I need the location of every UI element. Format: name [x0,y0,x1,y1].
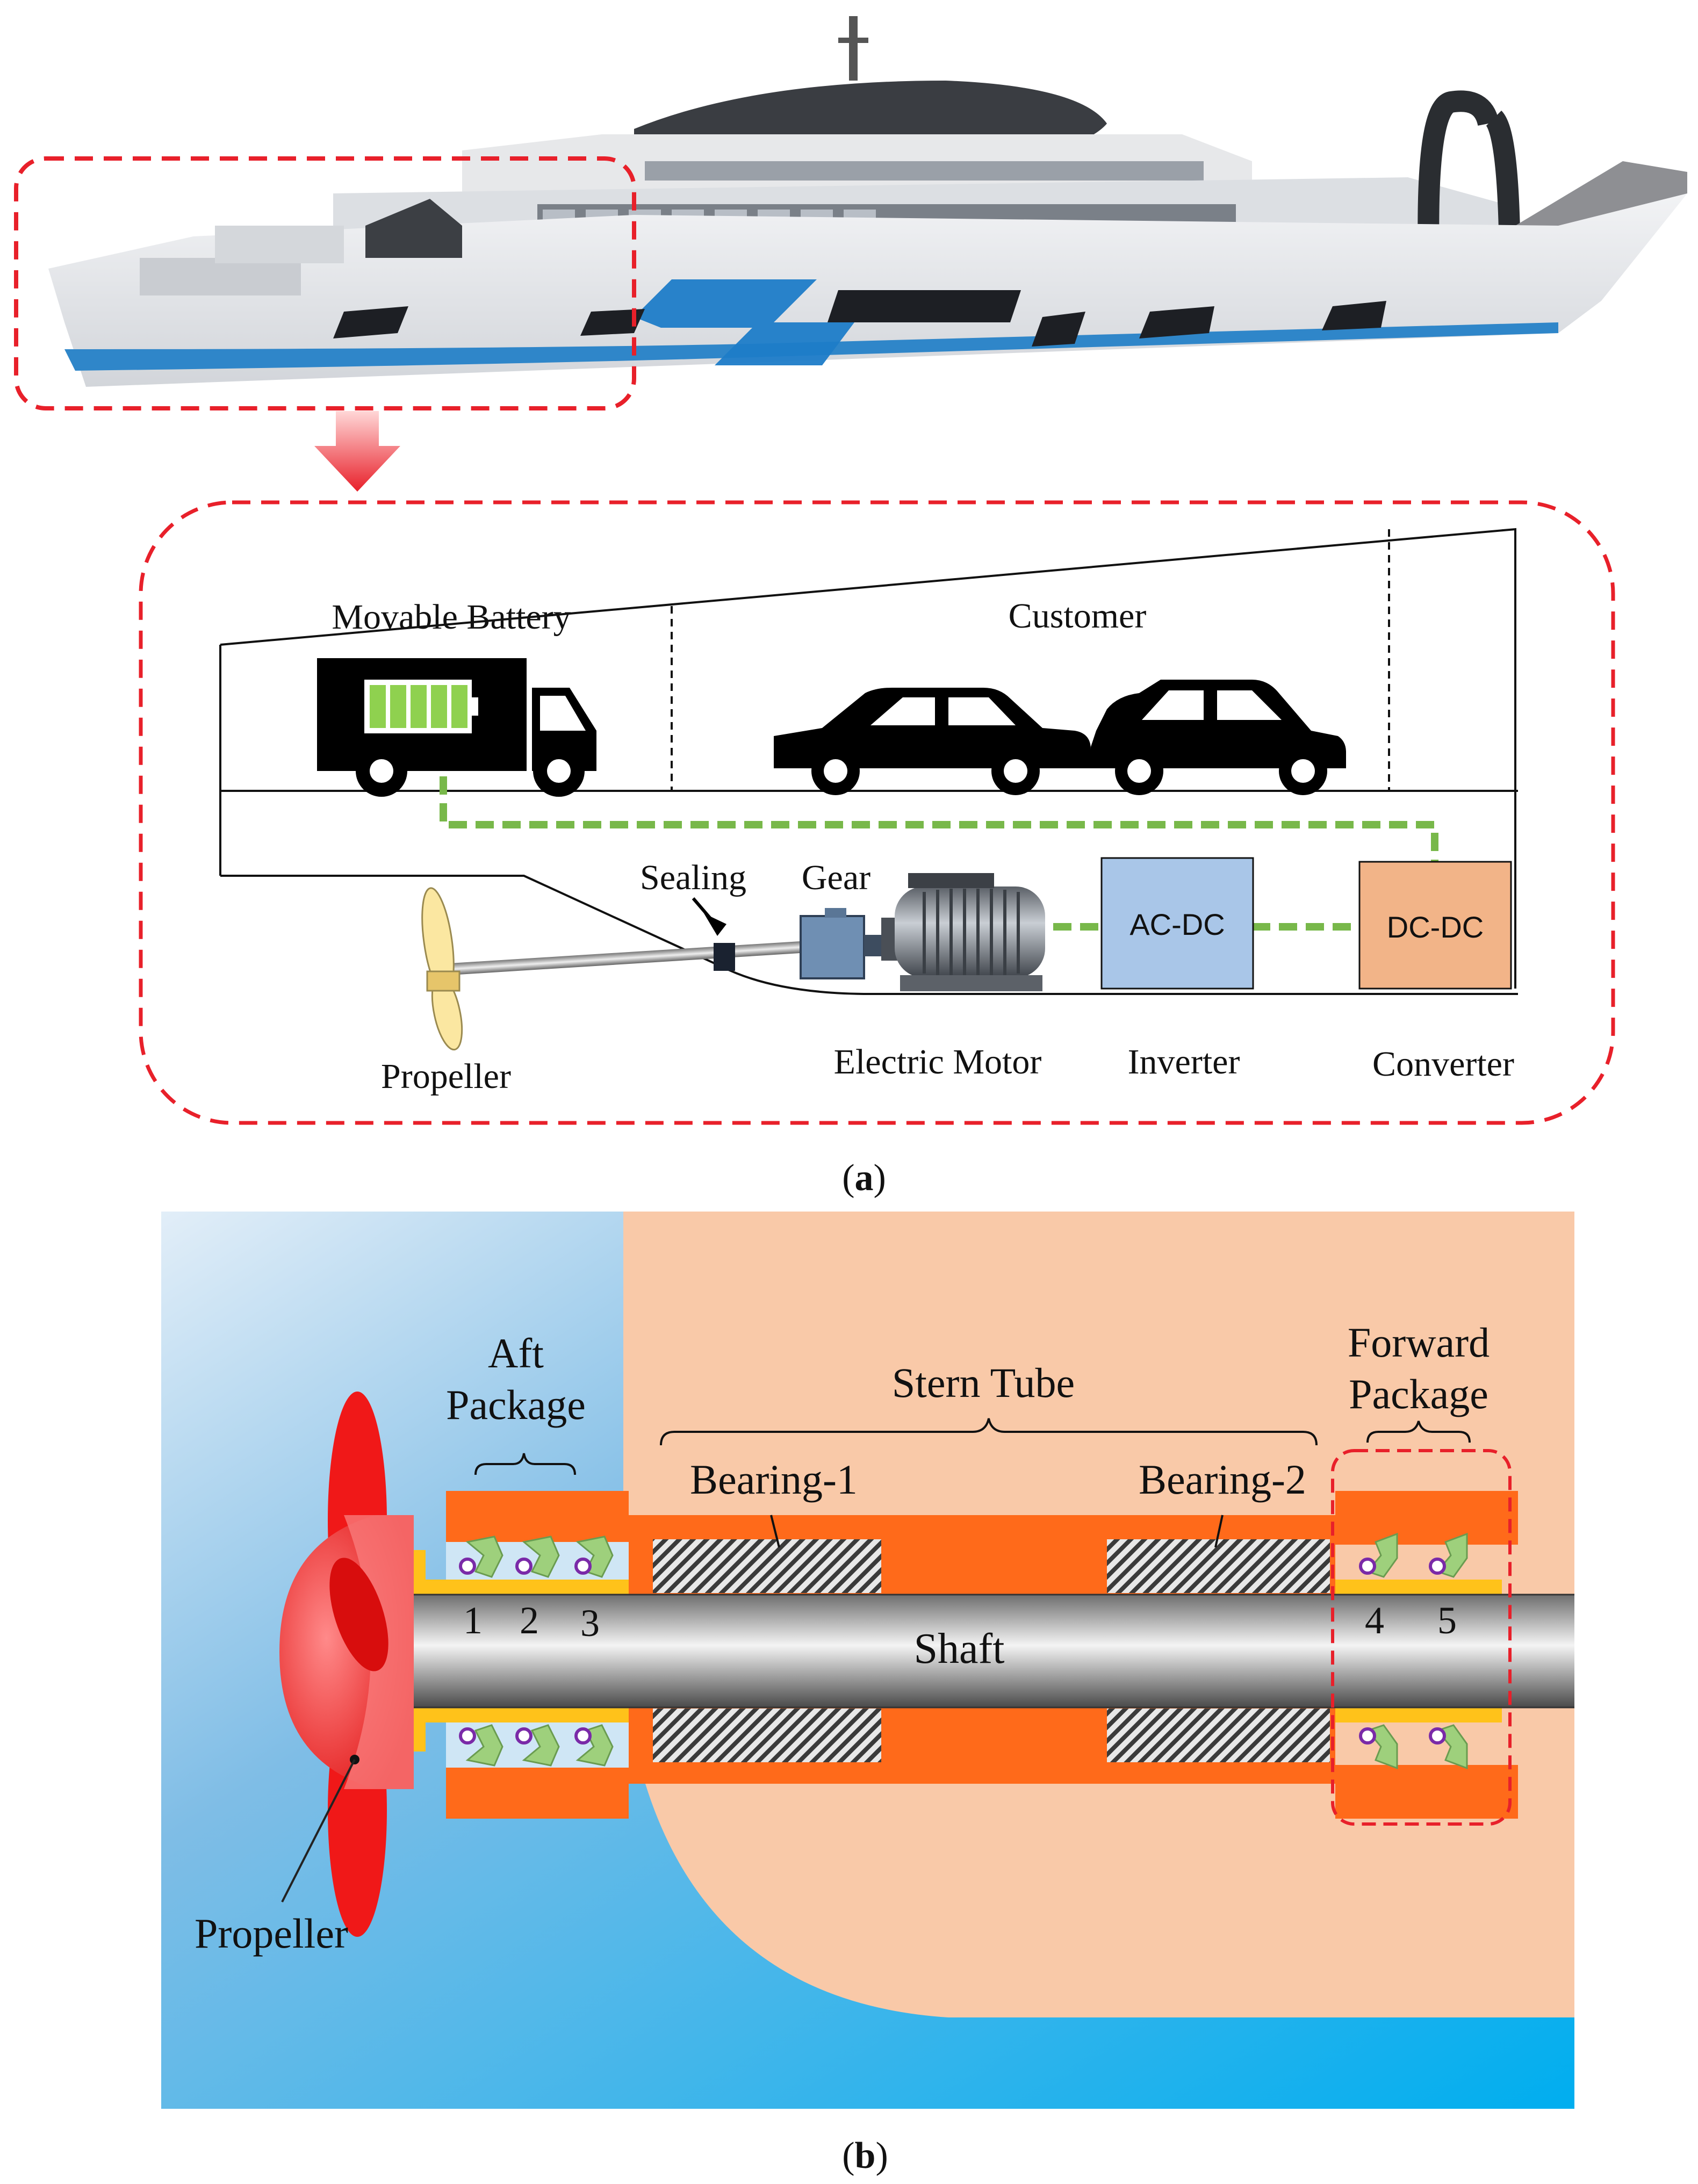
electric-motor-label: Electric Motor [834,1042,1042,1082]
inverter-label: Inverter [1128,1042,1240,1082]
sealing-label: Sealing [640,858,746,897]
seal-number-5: 5 [1437,1599,1457,1642]
gear-label: Gear [802,858,870,897]
caption-b: (b) [842,2135,888,2176]
zoom-arrow [314,411,400,492]
stern-tube-label: Stern Tube [892,1359,1075,1406]
seal-number-1: 1 [463,1599,483,1642]
stern-highlight-box [14,156,636,410]
propeller-label: Propeller [381,1057,511,1096]
dc-dc-label: DC-DC [1387,910,1484,944]
forward-package-highlight [1331,1449,1512,1826]
car-icon [774,688,1091,795]
propeller-icon [421,887,463,1051]
movable-battery-label: Movable Battery [332,597,571,637]
seal-number-4: 4 [1365,1599,1384,1642]
battery-truck-icon [317,658,596,797]
bearing-1-label: Bearing-1 [690,1456,858,1503]
car-icon [1091,680,1346,795]
gear-icon [800,908,886,979]
propulsion-shaft [432,941,809,976]
ship-illustration [48,16,1687,387]
converter-label: Converter [1372,1044,1514,1084]
caption-a: (a) [842,1157,886,1199]
bearing-1 [653,1539,881,1593]
seal-number-2: 2 [520,1599,539,1642]
electric-motor-icon [881,873,1045,991]
shaft [414,1595,1574,1707]
converter-box: DC-DC [1358,861,1512,990]
schematic-frame [139,500,1615,1125]
bearing-2 [1107,1539,1330,1593]
sealing-icon [692,897,735,971]
propeller-icon [279,1392,414,1937]
propeller-label-b: Propeller [195,1910,348,1957]
inverter-box: AC-DC [1100,857,1254,990]
customer-label: Customer [1009,596,1147,636]
ac-dc-label: AC-DC [1129,907,1225,941]
bearing-2 [1107,1709,1330,1762]
stern-tube-diagram [161,1212,1574,2109]
bearing-2-label: Bearing-2 [1139,1456,1306,1503]
shaft-label: Shaft [914,1625,1005,1673]
bearing-1 [653,1709,881,1762]
seal-number-3: 3 [580,1602,600,1645]
